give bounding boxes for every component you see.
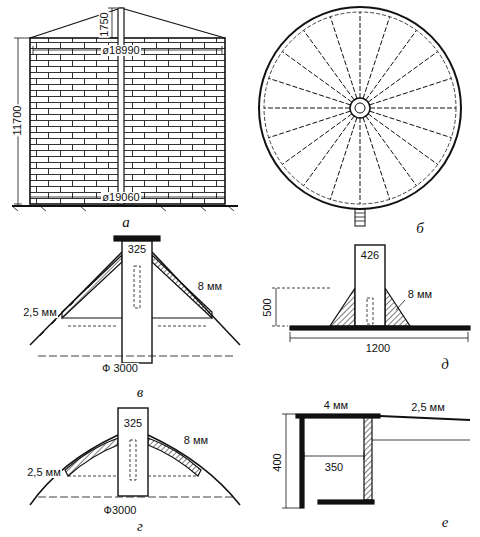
thickness-note: 2,5 мм	[26, 467, 61, 478]
thickness-note: 8 мм	[183, 435, 209, 446]
ring-section	[282, 414, 470, 508]
ring-section-stroke	[304, 456, 364, 457]
tank-elevation-stroke	[12, 205, 238, 207]
roof-centre-arched-stroke	[65, 438, 118, 476]
roof-rafters-stroke	[368, 114, 438, 165]
central-pipe-base-stroke	[290, 338, 468, 339]
ring-section-stroke	[286, 414, 287, 508]
central-pipe-base-stroke	[330, 288, 355, 326]
thickness-note: 2,5 мм	[22, 307, 57, 318]
figure-letter: в	[137, 385, 144, 400]
dimension-text: 325	[123, 418, 143, 429]
roof-rafters-stroke	[282, 114, 352, 165]
tank-elevation-stroke	[112, 8, 113, 38]
ring-section-stroke	[380, 416, 470, 420]
roof-rafters-stroke	[370, 108, 456, 109]
roof-plan-stroke	[264, 12, 456, 204]
roof-rafters-stroke	[368, 52, 438, 103]
roof-rafters-stroke	[264, 108, 350, 109]
roof-centre-arched-stroke	[130, 440, 136, 480]
dimension-text: ø19060	[101, 192, 140, 203]
roof-rafters-stroke	[304, 30, 355, 100]
ring-section-stroke	[372, 440, 470, 441]
roof-plan-stroke	[355, 213, 365, 221]
roof-rafters-stroke	[269, 111, 351, 138]
ring-section-stroke	[304, 452, 364, 460]
figure-letter: е	[442, 515, 449, 530]
roof-centre-conical-stroke	[152, 252, 240, 345]
dimension-text: 1750	[98, 11, 109, 37]
roof-centre-arched-stroke	[38, 497, 236, 498]
central-pipe-base-stroke	[355, 245, 385, 326]
central-pipe-base-stroke	[272, 288, 330, 326]
tank-elevation-stroke	[12, 206, 234, 211]
roof-centre-conical-stroke	[134, 266, 140, 308]
dimension-text: 325	[127, 244, 147, 255]
dimension-text: 500	[261, 297, 272, 317]
central-pipe-base-stroke	[290, 326, 470, 330]
roof-rafters-stroke	[282, 52, 352, 103]
dimension-text: Ф3000	[103, 505, 138, 516]
roof-rafters-stroke	[366, 116, 417, 186]
thickness-note: 4 мм	[323, 400, 349, 411]
dimension-text: 1200	[365, 343, 391, 354]
roof-rafters-stroke	[360, 12, 361, 98]
thickness-note: 8 мм	[407, 289, 433, 300]
dimension-text: 400	[271, 452, 282, 472]
roof-rafters-stroke	[363, 118, 390, 200]
tank-elevation-stroke	[118, 8, 124, 204]
dimension-text: Ф 3000	[101, 363, 139, 374]
thickness-note: 8 мм	[197, 281, 223, 292]
roof-plan-stroke	[350, 98, 370, 118]
tank-elevation-stroke	[30, 8, 121, 38]
central-pipe-base-stroke	[367, 298, 373, 324]
tank-elevation-stroke	[121, 8, 225, 38]
roof-rafters-stroke	[360, 118, 361, 204]
ring-section-stroke	[296, 414, 380, 418]
roof-centre-conical	[30, 236, 240, 363]
dimension-text: 11700	[13, 104, 24, 136]
central-pipe-base-stroke	[396, 300, 405, 310]
ring-section-stroke	[364, 418, 372, 500]
figure-letter: б	[416, 221, 424, 236]
roof-centre-conical-stroke	[38, 356, 236, 357]
roof-centre-conical-stroke	[62, 255, 122, 318]
central-pipe-base	[272, 245, 470, 342]
dimension-text: 350	[324, 462, 344, 473]
central-pipe-base-stroke	[290, 332, 468, 342]
ring-section-stroke	[300, 418, 304, 508]
thickness-note: 2,5 мм	[410, 402, 445, 413]
roof-plan-stroke	[259, 7, 461, 209]
roof-centre-arched	[30, 408, 240, 505]
tank-elevation	[12, 8, 238, 211]
roof-centre-conical-stroke	[114, 236, 160, 241]
roof-rafters-stroke	[304, 116, 355, 186]
roof-rafters-stroke	[366, 30, 417, 100]
roof-centre-arched-stroke	[148, 435, 240, 505]
roof-plan-stroke	[355, 209, 365, 226]
roof-rafters-stroke	[330, 17, 357, 99]
roof-rafters-stroke	[370, 78, 452, 105]
roof-rafters	[264, 12, 456, 204]
central-pipe-base-stroke	[276, 288, 277, 326]
figure-letter: а	[122, 215, 130, 230]
tank-elevation-stroke	[30, 38, 225, 204]
roof-centre-arched-stroke	[118, 408, 148, 496]
dimension-text: ø18990	[101, 45, 140, 56]
dimension-text: 426	[360, 250, 380, 261]
ring-section-stroke	[318, 500, 374, 504]
figure-letter: г	[137, 519, 143, 534]
roof-centre-conical-stroke	[122, 241, 152, 363]
roof-centre-conical-stroke	[30, 252, 122, 345]
roof-plan-stroke	[355, 103, 365, 113]
figure-letter: д	[441, 357, 449, 372]
ring-section-stroke	[282, 414, 300, 508]
roof-plan	[259, 7, 461, 226]
